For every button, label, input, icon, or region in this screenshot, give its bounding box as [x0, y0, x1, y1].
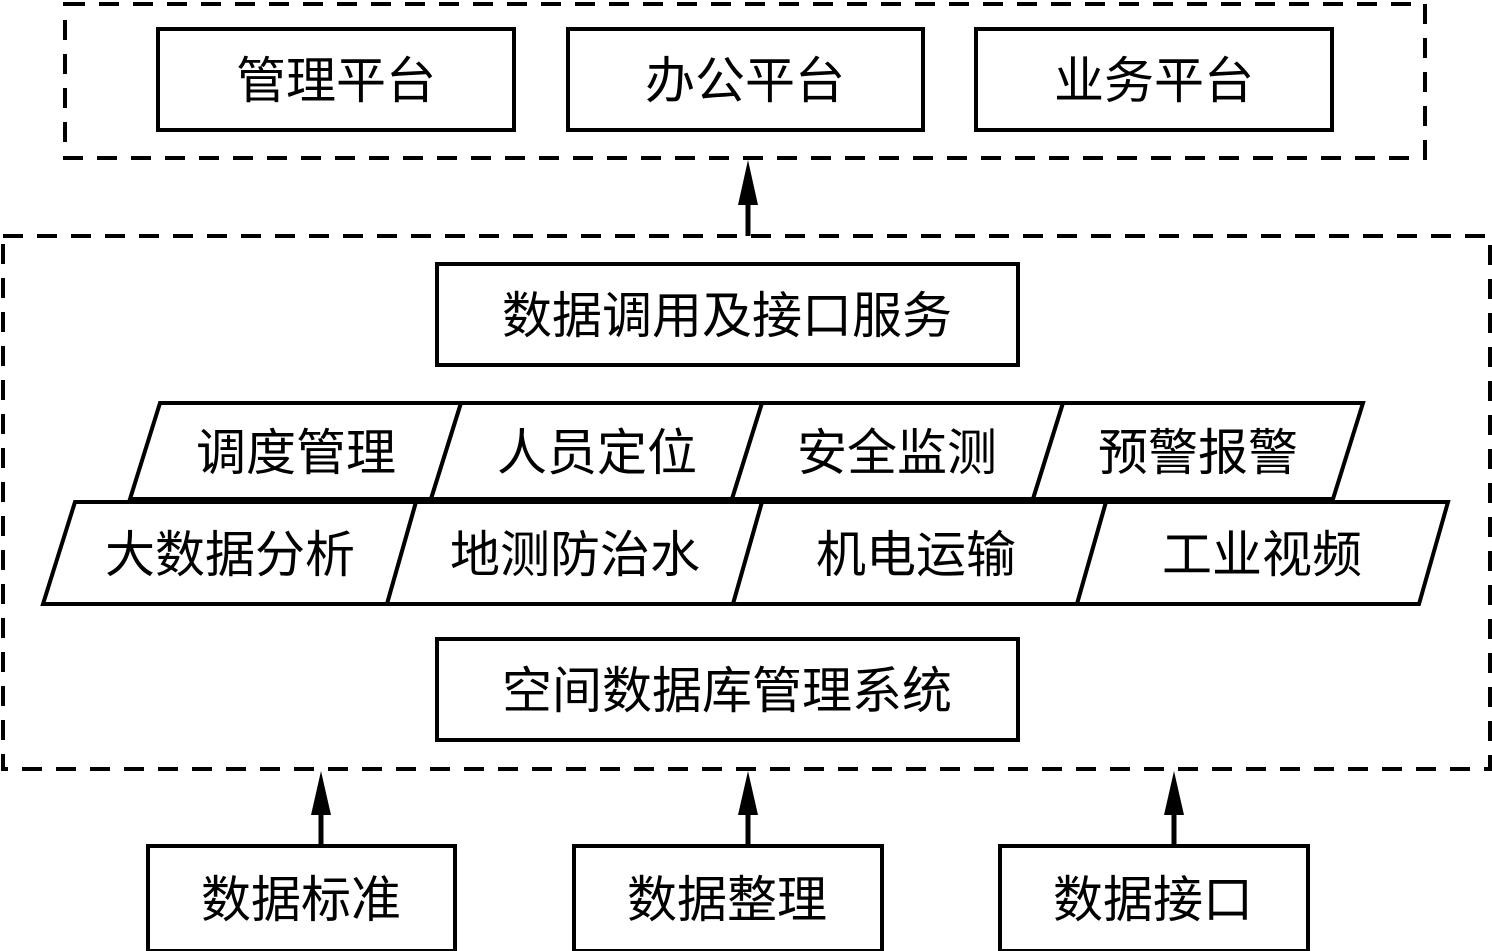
bottom-box-label: 数据标准: [201, 871, 401, 929]
top-box-office: 办公平台: [566, 27, 925, 132]
bottom-box-data-organize: 数据整理: [572, 844, 884, 951]
arrowhead-icon: [738, 160, 758, 205]
module-label: 地测防治水: [450, 526, 700, 584]
module-label: 机电运输: [816, 526, 1016, 584]
module-label: 调度管理: [196, 424, 396, 482]
arrowhead-icon: [1164, 771, 1184, 815]
module-electromechanical: 机电运输: [730, 500, 1109, 606]
module-label: 工业视频: [1162, 526, 1362, 584]
top-box-label: 办公平台: [645, 52, 845, 110]
middle-layer-container: [1, 234, 1492, 771]
module-big-data: 大数据分析: [40, 500, 419, 606]
bottom-box-label: 数据整理: [627, 871, 827, 929]
module-label: 安全监测: [797, 424, 997, 482]
module-geology-water: 地测防治水: [384, 500, 765, 606]
module-safety-monitoring: 安全监测: [729, 401, 1066, 501]
database-label: 空间数据库管理系统: [502, 662, 952, 720]
top-layer-container: [63, 2, 1427, 160]
service-label: 数据调用及接口服务: [502, 287, 952, 345]
top-box-management: 管理平台: [156, 27, 516, 132]
module-row-2: 大数据分析 地测防治水 机电运输 工业视频: [40, 500, 1451, 606]
module-label: 预警报警: [1098, 424, 1298, 482]
bottom-box-data-interface: 数据接口: [998, 844, 1310, 951]
bottom-box-data-standard: 数据标准: [146, 844, 457, 951]
arrow-organize-to-middle: [738, 771, 758, 846]
module-row-1: 调度管理 人员定位 安全监测 预警报警: [127, 401, 1366, 501]
arrow-middle-to-top: [738, 160, 758, 236]
top-box-business: 业务平台: [974, 27, 1334, 132]
top-box-label: 业务平台: [1054, 52, 1254, 110]
arrowhead-icon: [738, 771, 758, 815]
top-box-label: 管理平台: [236, 52, 436, 110]
bottom-box-label: 数据接口: [1053, 871, 1253, 929]
service-box: 数据调用及接口服务: [435, 262, 1020, 367]
module-early-warning: 预警报警: [1030, 401, 1366, 501]
module-industrial-video: 工业视频: [1074, 500, 1451, 606]
arrow-standard-to-middle: [311, 771, 331, 846]
arrow-interface-to-middle: [1164, 771, 1184, 846]
module-dispatch: 调度管理: [127, 401, 464, 501]
module-personnel-positioning: 人员定位: [428, 401, 765, 501]
module-label: 大数据分析: [105, 526, 355, 584]
arrowhead-icon: [311, 771, 331, 815]
module-label: 人员定位: [497, 424, 697, 482]
database-box: 空间数据库管理系统: [435, 637, 1020, 742]
